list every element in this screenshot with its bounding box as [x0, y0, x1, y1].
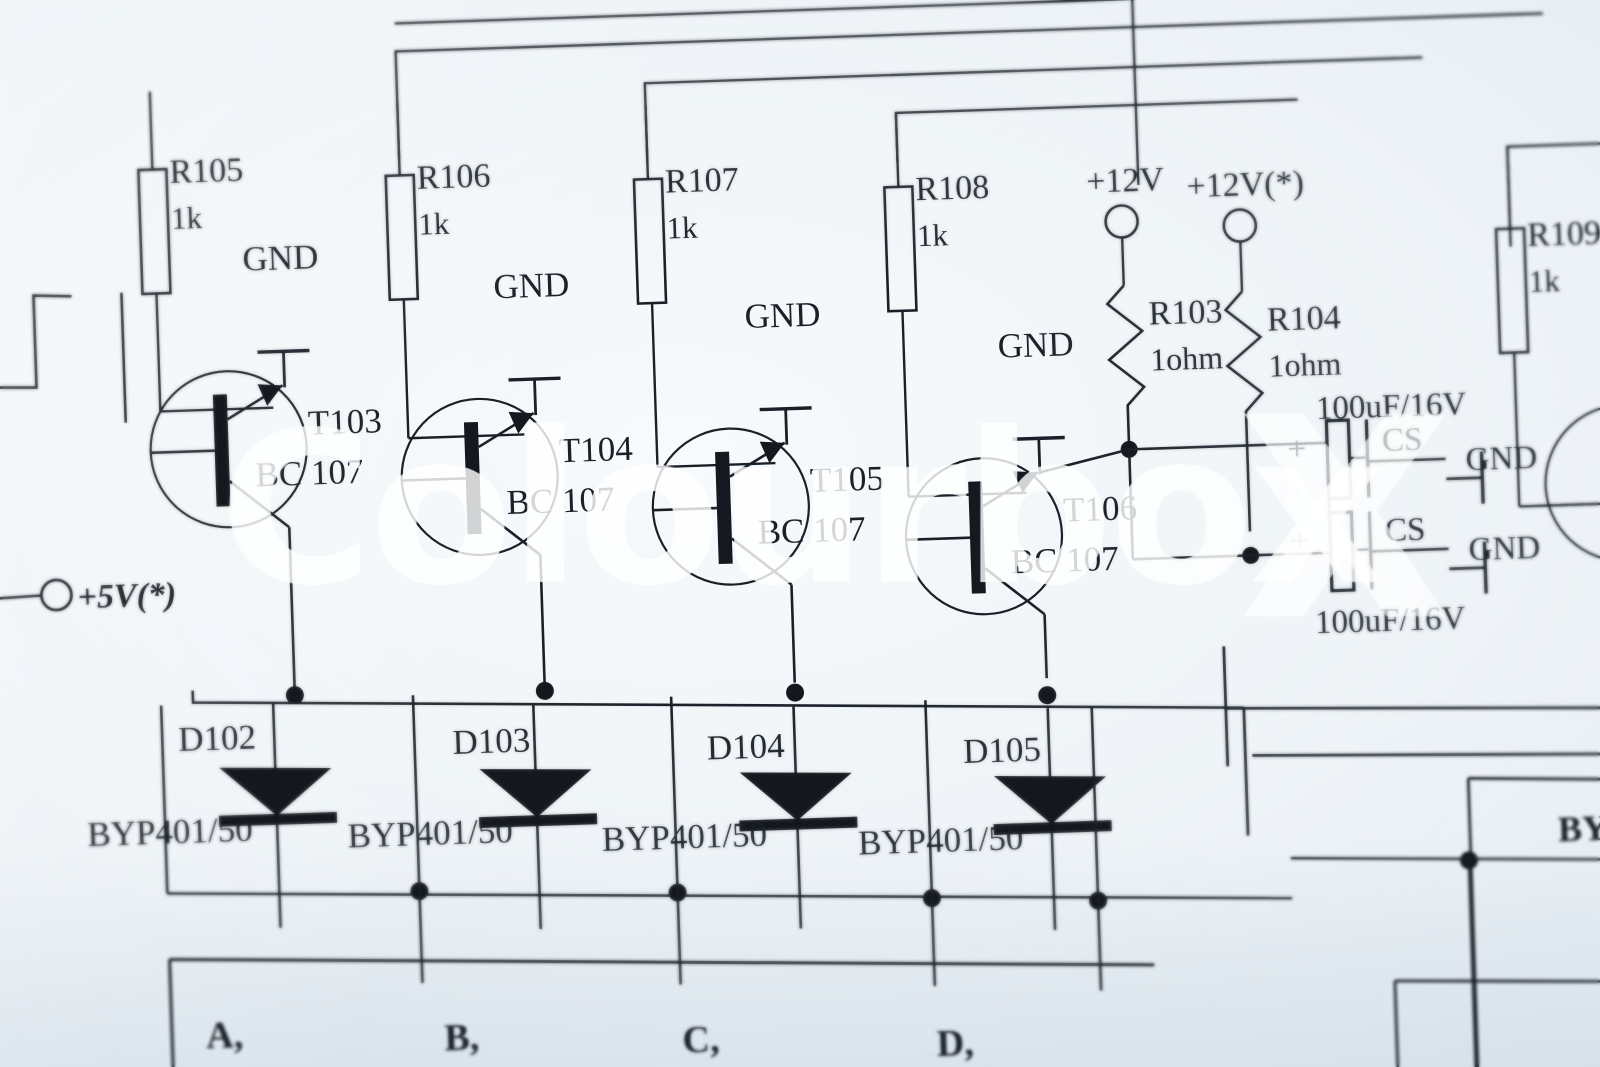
transistor-part-T103: BC 107 [255, 452, 364, 495]
resistor-R103: R103 1ohm [1105, 284, 1224, 446]
wire [1393, 980, 1400, 1067]
resistor-label-R104: R104 [1266, 299, 1341, 338]
ground-label-6: GND [1468, 530, 1541, 568]
supply-terminal-12v-star: +12V(*) [1186, 164, 1305, 292]
diode-part-D105: BYP401/50 [857, 818, 1024, 862]
supply-label-12v: +12V [1086, 161, 1165, 201]
diode-bus-wiring [159, 690, 1293, 900]
diode-part-D103: BYP401/50 [347, 811, 514, 855]
wire [1127, 449, 1135, 560]
phase-label-c: C, [682, 1018, 720, 1061]
resistor-label-R105: R105 [169, 152, 244, 191]
left-block-outline [0, 292, 128, 423]
ground-symbol-4: GND [997, 324, 1074, 477]
top-bus-wiring [394, 0, 1600, 247]
junction-dot [535, 681, 554, 700]
supply-terminal-5v: +5V(*) [0, 576, 177, 616]
phase-label-a: A, [205, 1014, 243, 1057]
ground-symbol-2: GND [493, 265, 570, 418]
transistor-right-clipped [1539, 403, 1600, 563]
diode-label-D103: D103 [452, 720, 531, 762]
resistor-R107: R107 1k [632, 105, 776, 469]
ground-symbol-1: GND [242, 237, 319, 390]
ground-label-2: GND [493, 265, 570, 306]
diode-part-D102: BYP401/50 [87, 810, 254, 854]
resistor-label-R106: R106 [416, 157, 491, 196]
net-label-cs-1: CS [1381, 422, 1423, 459]
junction-dot [285, 686, 304, 705]
transistor-label-T103: T103 [307, 401, 382, 442]
ground-label-4: GND [997, 324, 1074, 365]
transistor-label-T104: T104 [558, 429, 633, 470]
diode-label-D102: D102 [178, 717, 257, 759]
wire [1290, 856, 1600, 861]
resistor-value-R109: 1k [1528, 263, 1561, 299]
diode-label-D104: D104 [706, 726, 785, 768]
right-bottom-outline [1222, 646, 1600, 1067]
ground-label-3: GND [744, 295, 821, 336]
resistor-value-R104: 1ohm [1268, 345, 1342, 383]
transistor-T104: T104 BC 107 [400, 397, 633, 689]
diode-part-D104: BYP401/50 [601, 815, 768, 859]
capacitor-1: 100uF/16V + CS GND [1287, 386, 1538, 507]
bottom-outline-box [168, 957, 1155, 1067]
ground-symbol-3: GND [744, 295, 821, 448]
capacitor-2: + CS GND 100uF/16V [1290, 510, 1541, 641]
diode-D102: D102 BYP401/50 [87, 703, 338, 928]
ground-label-1: GND [242, 237, 319, 278]
resistor-label-R108: R108 [915, 169, 990, 208]
resistor-value-R106: 1k [418, 206, 451, 242]
transistor-part-T104: BC 107 [506, 479, 615, 522]
capacitor-value-2: 100uF/16V [1314, 600, 1466, 641]
junction-dot [786, 683, 805, 702]
resistor-value-R105: 1k [170, 200, 203, 236]
transistor-label-T105: T105 [809, 459, 884, 500]
phase-label-d: D, [936, 1022, 974, 1065]
ground-label-5: GND [1465, 440, 1538, 478]
junction-dot [1038, 686, 1057, 705]
resistor-label-R109: R109 [1527, 215, 1600, 254]
wire [1394, 979, 1600, 983]
resistor-label-R107: R107 [664, 161, 739, 200]
resistor-label-R103: R103 [1148, 293, 1223, 332]
diode-label-D105: D105 [962, 729, 1041, 771]
net-label-cs-2: CS [1384, 512, 1426, 549]
resistor-value-R107: 1k [666, 210, 699, 246]
diode-D103: D103 BYP401/50 [347, 705, 598, 930]
transistor-part-T105: BC 107 [757, 509, 866, 552]
transistor-T106: T106 BC 107 [904, 457, 1138, 679]
capacitor-polarity-1: + [1287, 431, 1307, 469]
transistor-part-T106: BC 107 [1010, 539, 1119, 582]
transistor-T103: T103 BC 107 [149, 370, 382, 696]
wire [1039, 448, 1130, 474]
resistor-value-R108: 1k [916, 217, 949, 253]
supply-terminal-12v: +12V [1086, 161, 1165, 286]
diode-part-D106: BY [1557, 808, 1600, 850]
supply-label-12v-star: +12V(*) [1186, 164, 1305, 205]
diode-D105: D105 BYP401/50 [857, 708, 1112, 931]
phase-label-b: B, [444, 1016, 480, 1059]
resistor-value-R103: 1ohm [1150, 339, 1224, 377]
transistor-label-T106: T106 [1063, 488, 1138, 529]
resistor-R108: R108 1k [883, 112, 1027, 498]
supply-label-5v: +5V(*) [77, 576, 177, 616]
diode-D104: D104 BYP401/50 [601, 706, 858, 929]
